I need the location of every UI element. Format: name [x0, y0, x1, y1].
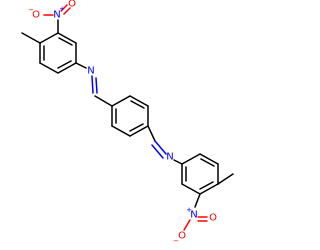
atom-n-imine-bottom: N	[166, 152, 173, 163]
nitro-n-o-double-bond-top-a	[60, 4, 68, 12]
atom-o-double-top: O	[68, 0, 76, 10]
charge-minus-top: −	[28, 6, 34, 14]
imine-double-bond-bottom	[151, 144, 164, 159]
methyl-bond-bottom	[217, 173, 234, 185]
atom-o-double-bottom: O	[209, 213, 217, 224]
n-aryl-bond-bottom	[173, 159, 183, 165]
ring-double-bond	[199, 181, 214, 190]
nitro-n-o-bond-bottom	[183, 219, 191, 231]
ring-bond	[129, 95, 149, 107]
ring-bond	[199, 153, 219, 165]
ch-to-ring-bond-top	[94, 95, 113, 107]
charge-plus-bottom: +	[186, 206, 192, 214]
imine-double-bond-top	[95, 77, 98, 94]
nitro-c-n-bond-bottom	[194, 193, 201, 208]
bottom-aryl-ring	[181, 153, 219, 195]
charge-minus-bottom: −	[173, 237, 179, 245]
ring-bond	[57, 32, 77, 44]
ring-bond	[39, 62, 59, 74]
ring-bond	[57, 62, 77, 74]
top-aryl-ring	[39, 32, 77, 74]
charge-plus-top: +	[59, 5, 65, 13]
ring-double-bond	[129, 123, 144, 132]
ch-from-ring-bond-bottom	[147, 125, 156, 142]
ring-bond	[181, 183, 201, 195]
ring-bond	[39, 32, 59, 44]
ring-bond	[111, 95, 131, 107]
atom-o-minus-top: O	[32, 10, 40, 21]
ring-double-bond	[130, 100, 145, 109]
atom-n-nitro-bottom: N	[190, 210, 197, 221]
ring-bond	[199, 183, 219, 195]
ring-bond	[111, 125, 131, 137]
aryl-n-bond-top	[75, 62, 87, 69]
ring-double-bond	[200, 158, 215, 167]
atom-n-imine-top: N	[87, 66, 94, 77]
molecule-diagram: O − N + O N N N + O O −	[21, 0, 234, 245]
nitro-n-o-double-bond-top-b	[63, 7, 71, 15]
methyl-bond-top	[21, 32, 41, 44]
imine-single-bond-top	[91, 75, 94, 94]
atom-n-nitro-top: N	[53, 10, 60, 21]
ring-double-bond	[58, 37, 73, 46]
atom-o-minus-bottom: O	[178, 231, 186, 242]
ring-bond	[129, 125, 149, 137]
imine-single-bond-bottom	[154, 140, 167, 155]
ring-double-bond	[57, 60, 72, 69]
ring-bond	[181, 153, 201, 165]
central-benzene-ring	[111, 95, 149, 137]
